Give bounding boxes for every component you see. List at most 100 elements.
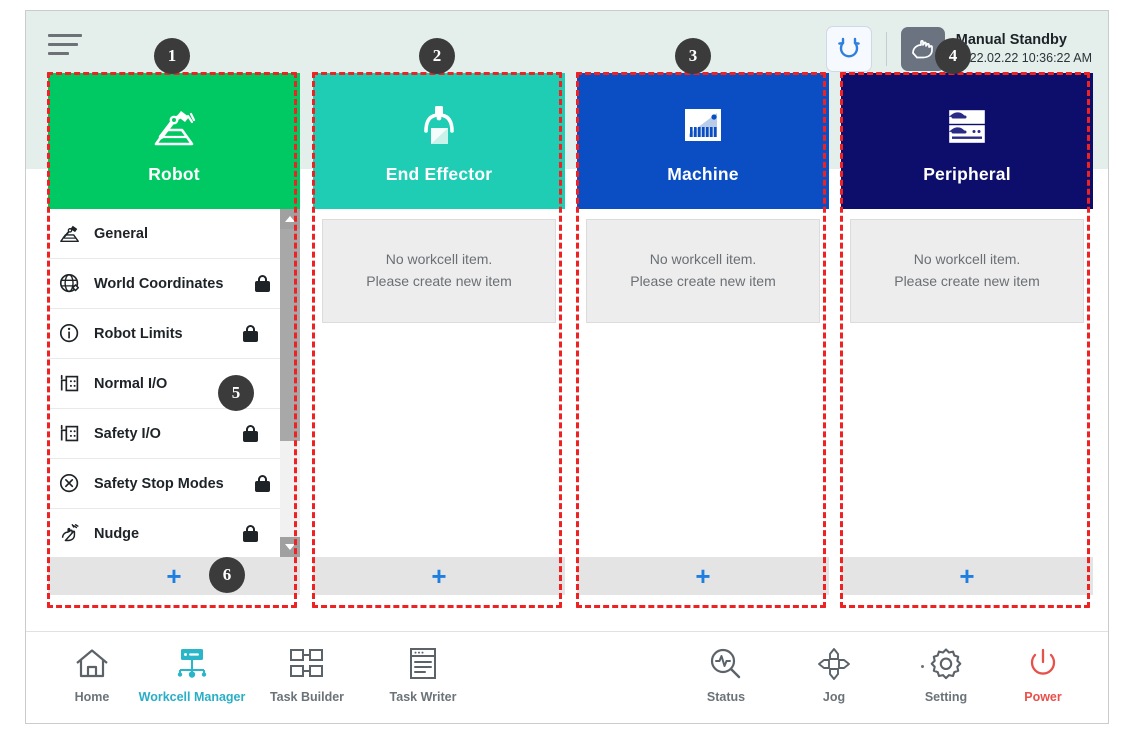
nav-item-status[interactable]: Status: [674, 644, 778, 704]
gripper-icon: [416, 98, 462, 156]
annotation-badge-3: 3: [675, 38, 711, 74]
empty-line-2: Please create new item: [366, 273, 512, 289]
card-body-machine: No workcell item. Please create new item: [577, 209, 829, 557]
list-item-label: World Coordinates: [94, 275, 224, 292]
robot-arm-icon: [148, 98, 200, 156]
jog-dpad-icon: [817, 644, 851, 684]
robot-settings-list: General World Coord: [48, 209, 280, 557]
nav-label: Setting: [924, 690, 968, 704]
annotation-badge-2: 2: [419, 38, 455, 74]
lock-icon: [243, 425, 258, 442]
card-title-robot: Robot: [148, 163, 200, 184]
plus-icon: +: [695, 561, 711, 591]
annotation-badge-1: 1: [154, 38, 190, 74]
machine-panel-icon: [681, 98, 725, 156]
lock-icon: [243, 525, 258, 542]
nav-label: Status: [706, 690, 746, 704]
workcell-card-robot: Robot: [48, 73, 300, 595]
task-writer-icon: [406, 644, 440, 684]
empty-line-1: No workcell item.: [649, 251, 757, 268]
globe-coordinates-icon: [58, 272, 88, 296]
card-header-peripheral[interactable]: Peripheral: [841, 73, 1093, 209]
list-item[interactable]: Safety Stop Modes: [48, 459, 280, 509]
nav-item-task-builder[interactable]: Task Builder: [255, 644, 359, 704]
nav-label: Power: [1024, 690, 1062, 704]
nav-item-jog[interactable]: Jog: [782, 644, 886, 704]
scroll-up-button[interactable]: [280, 209, 300, 229]
nav-item-workcell-manager[interactable]: Workcell Manager: [138, 644, 246, 704]
refresh-arc-icon[interactable]: [825, 26, 872, 72]
mode-status-text: Manual Standby 2022.02.22 10:36:22 AM: [956, 31, 1092, 67]
nav-label: Home: [74, 690, 110, 704]
empty-line-2: Please create new item: [894, 273, 1040, 289]
add-peripheral-item-button[interactable]: +: [841, 557, 1093, 595]
stop-octagon-icon: [58, 472, 88, 496]
nav-item-power[interactable]: Power: [991, 644, 1095, 704]
scroll-thumb[interactable]: [280, 229, 300, 441]
empty-state-message: No workcell item. Please create new item: [586, 219, 820, 323]
plus-icon: +: [166, 561, 182, 591]
workcell-card-peripheral: Peripheral No workcell item. Please crea…: [841, 73, 1093, 595]
nav-label: Task Writer: [389, 690, 457, 704]
card-title-end-effector: End Effector: [385, 163, 493, 184]
list-item[interactable]: Nudge: [48, 509, 280, 557]
gear-icon: [928, 644, 964, 684]
list-item-label: Safety I/O: [94, 425, 161, 442]
header-divider: [885, 32, 887, 66]
nav-label: Jog: [822, 690, 846, 704]
annotation-badge-6: 6: [209, 557, 245, 593]
add-end-effector-item-button[interactable]: +: [313, 557, 565, 595]
list-item-label: Normal I/O: [94, 375, 168, 392]
io-port-icon: [58, 422, 88, 446]
status-search-icon: [708, 644, 744, 684]
hamburger-menu-icon[interactable]: [48, 34, 82, 60]
empty-line-1: No workcell item.: [385, 251, 493, 268]
empty-state-message: No workcell item. Please create new item: [322, 219, 556, 323]
nav-item-task-writer[interactable]: Task Writer: [371, 644, 475, 704]
mode-timestamp: 2022.02.22 10:36:22 AM: [955, 51, 1092, 66]
nudge-hand-icon: [58, 522, 88, 546]
bottom-navigation-bar: Home Workcell Manager: [26, 631, 1108, 723]
teach-pendant-screen: Manual Standby 2022.02.22 10:36:22 AM: [25, 10, 1109, 724]
card-body-peripheral: No workcell item. Please create new item: [841, 209, 1093, 557]
workcell-board: Robot: [26, 11, 1108, 611]
list-item[interactable]: General: [48, 209, 280, 259]
home-icon: [74, 644, 110, 684]
empty-line-1: No workcell item.: [913, 251, 1021, 268]
plus-icon: +: [431, 561, 447, 591]
lock-icon: [255, 275, 270, 292]
nav-item-home[interactable]: Home: [40, 644, 144, 704]
card-body-end-effector: No workcell item. Please create new item: [313, 209, 565, 557]
card-body-robot: General World Coord: [48, 209, 300, 557]
list-item-label: General: [94, 225, 148, 242]
list-item-label: Nudge: [94, 525, 140, 542]
workcell-card-machine: Machine No workcell item. Please create …: [577, 73, 829, 595]
list-item-label: Robot Limits: [94, 325, 183, 342]
scroll-track[interactable]: [280, 229, 300, 537]
peripheral-rack-icon: [943, 98, 991, 156]
add-machine-item-button[interactable]: +: [577, 557, 829, 595]
nav-label: Task Builder: [269, 690, 345, 704]
nav-item-setting[interactable]: Setting: [894, 644, 998, 704]
scroll-down-button[interactable]: [280, 537, 300, 557]
robot-list-scrollbar[interactable]: [280, 209, 300, 557]
annotation-badge-5: 5: [218, 375, 254, 411]
card-header-machine[interactable]: Machine: [577, 73, 829, 209]
annotation-badge-4: 4: [935, 38, 971, 74]
add-robot-item-button[interactable]: +: [48, 557, 300, 595]
card-header-robot[interactable]: Robot: [48, 73, 300, 209]
empty-state-message: No workcell item. Please create new item: [850, 219, 1084, 323]
list-item[interactable]: Safety I/O: [48, 409, 280, 459]
mode-title: Manual Standby: [955, 32, 1067, 49]
list-item[interactable]: Robot Limits: [48, 309, 280, 359]
limits-circle-icon: [58, 322, 88, 346]
list-item[interactable]: Normal I/O: [48, 359, 280, 409]
empty-line-2: Please create new item: [630, 273, 776, 289]
list-item[interactable]: World Coordinates: [48, 259, 280, 309]
workcell-node-icon: [172, 644, 212, 684]
nav-label: Workcell Manager: [138, 690, 246, 704]
card-title-peripheral: Peripheral: [923, 163, 1011, 184]
workcell-card-end-effector: End Effector No workcell item. Please cr…: [313, 73, 565, 595]
card-header-end-effector[interactable]: End Effector: [313, 73, 565, 209]
robot-arm-icon: [58, 223, 88, 245]
